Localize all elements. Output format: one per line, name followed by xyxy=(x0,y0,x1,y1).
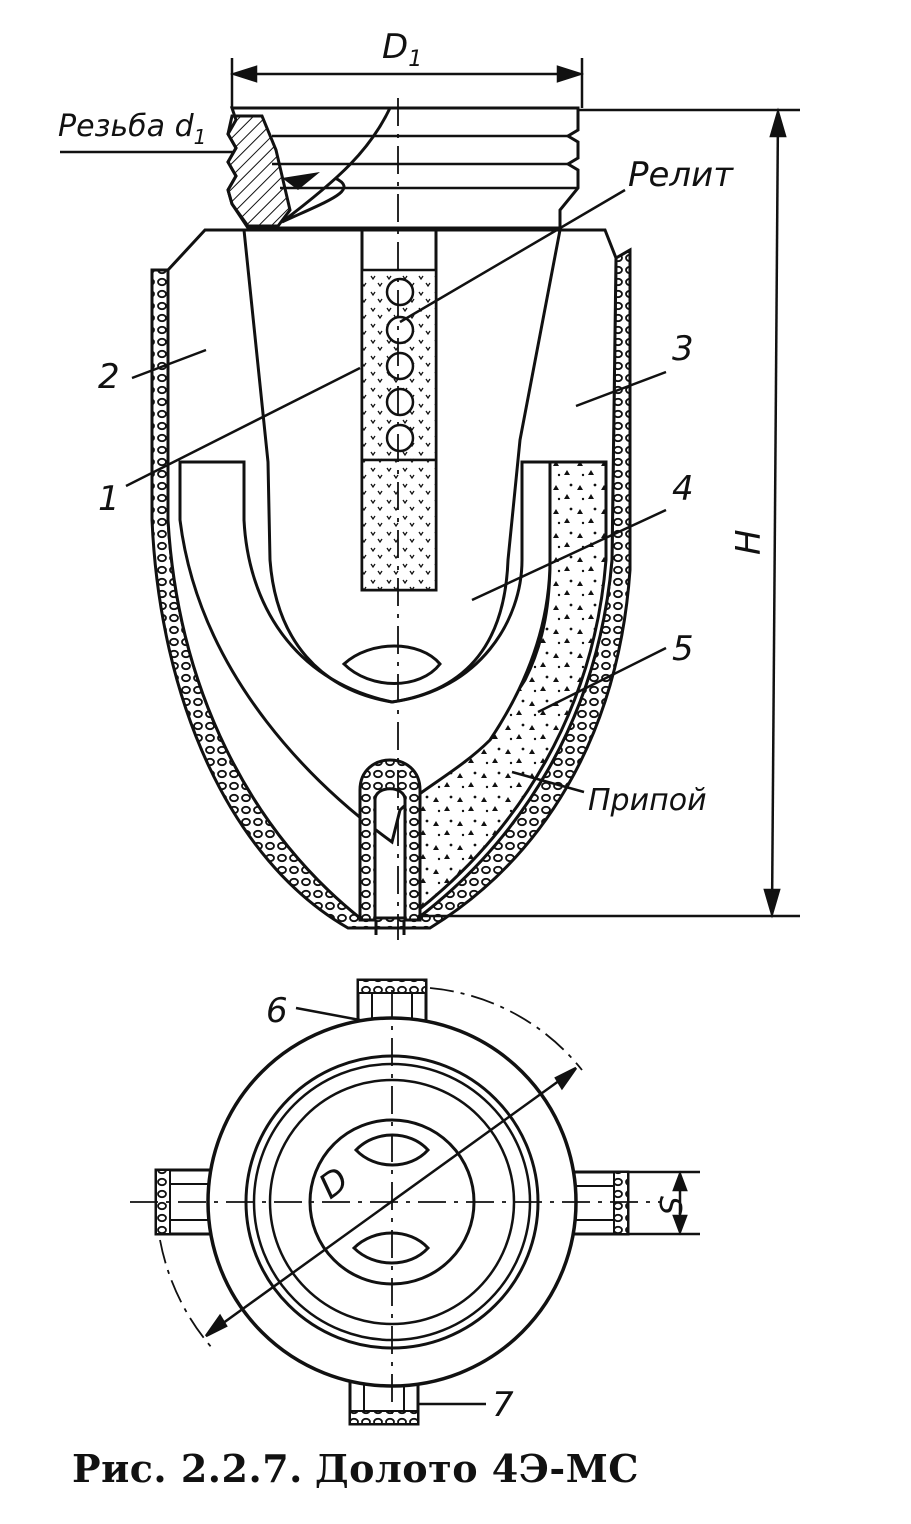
label-part-7: 7 xyxy=(492,1385,514,1425)
thread-cutaway-curve xyxy=(281,107,392,224)
leader-part-3 xyxy=(575,370,667,408)
dimension-s xyxy=(628,1170,700,1236)
tip-pipe xyxy=(358,758,422,935)
label-height: H xyxy=(729,529,769,555)
label-solder: Припой xyxy=(588,783,707,818)
dimension-d1 xyxy=(229,58,585,108)
leader-solder xyxy=(511,770,585,794)
label-relit: Релит xyxy=(628,155,734,195)
thread-arrow xyxy=(282,172,320,190)
plan-eye-bottom xyxy=(351,1231,431,1265)
cavity-inner-line xyxy=(242,229,562,704)
leader-part-6 xyxy=(295,1006,361,1022)
relit-column xyxy=(360,228,438,592)
arc-lower-left xyxy=(159,1239,213,1349)
leader-part-4 xyxy=(471,508,667,602)
dimension-h xyxy=(418,107,800,919)
label-part-2: 2 xyxy=(98,357,120,397)
leader-part-2 xyxy=(131,348,207,380)
label-thread: Резьба d1 xyxy=(58,109,206,149)
plan-view: D S 6 7 xyxy=(130,978,700,1426)
label-part-6: 6 xyxy=(266,991,288,1031)
figure-caption: Рис. 2.2.7.Долото 4Э-МС xyxy=(72,1446,639,1491)
label-part-4: 4 xyxy=(672,469,694,509)
figure-title: Долото 4Э-МС xyxy=(314,1446,640,1491)
figure-number: Рис. 2.2.7. xyxy=(72,1446,303,1491)
leader-part-5 xyxy=(537,646,667,714)
thread-hatch xyxy=(226,114,292,228)
label-part-3: 3 xyxy=(672,329,694,369)
label-part-1: 1 xyxy=(98,479,120,519)
leader-relit xyxy=(399,188,626,324)
threaded-shank xyxy=(226,106,580,230)
leader-part-1 xyxy=(125,366,361,488)
label-d1: D1 xyxy=(382,27,422,72)
tooth-right xyxy=(568,1170,630,1236)
dimension-d xyxy=(204,1066,578,1338)
arc-upper-right xyxy=(429,987,583,1071)
label-s: S xyxy=(652,1196,687,1215)
label-part-5: 5 xyxy=(672,629,694,669)
nozzle-eye xyxy=(341,644,442,685)
